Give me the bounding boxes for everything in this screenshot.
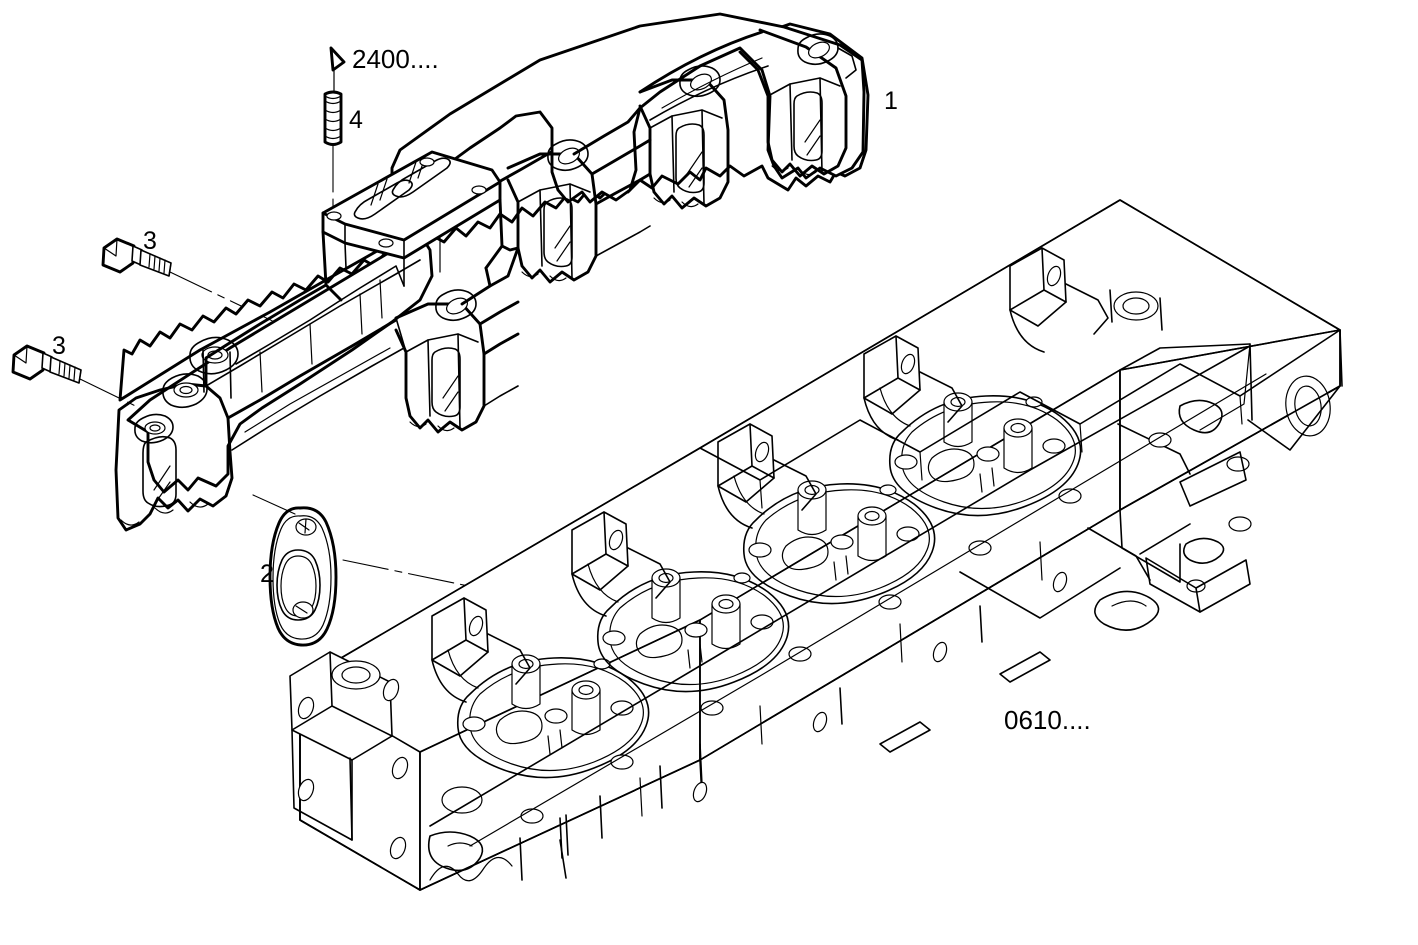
manifold-runner-4 [738, 28, 857, 178]
manifold-trunk-mid2 [572, 106, 652, 257]
manifold-runner-3 [638, 65, 730, 210]
head-front-ribs [639, 541, 1068, 817]
cylinder-3-exhaust-port [717, 423, 817, 529]
manifold-trunk-mid [395, 246, 520, 407]
turbocharger-flange [321, 150, 502, 260]
threaded-stud-part [323, 90, 343, 146]
manifold-top-rail [638, 30, 769, 121]
cylinder-1-exhaust-port [431, 597, 531, 703]
manifold-trunk-left [204, 283, 342, 388]
gasket-leader-to-manifold [252, 494, 296, 515]
part-label-3-upper: 3 [143, 227, 157, 255]
cylinder-2-group [596, 568, 790, 693]
reference-label-2400: 2400.... [352, 44, 439, 74]
head-right-end-details [1117, 329, 1343, 507]
head-deck-bolt-holes [520, 432, 1172, 824]
head-rear-crest [699, 329, 1341, 509]
stud-assembly-group [323, 46, 346, 229]
head-lower-rail [419, 385, 1341, 891]
cylinder-4-exhaust-port [863, 335, 963, 441]
reference-arrow-icon [329, 46, 346, 72]
part-label-1: 1 [884, 87, 898, 115]
manifold-runner-2 [506, 139, 598, 284]
bolt-upper-group [101, 237, 172, 277]
reference-label-0610: 0610.... [1004, 705, 1091, 735]
manifold-runner-1 [394, 289, 486, 434]
part-label-3-lower: 3 [52, 332, 66, 360]
manifold-end-flange [114, 336, 239, 532]
manifold-trunk [205, 259, 421, 451]
head-rear-port-bosses [1009, 247, 1163, 353]
part-label-2: 2 [260, 560, 274, 588]
exhaust-manifold-gasket-part [268, 506, 338, 647]
exhaust-manifold-part [114, 12, 870, 532]
cylinder-head-assembly [289, 199, 1343, 891]
manifold-flange-junction [340, 244, 520, 319]
head-left-end-boss [289, 651, 400, 841]
cylinder-2-exhaust-port [571, 511, 671, 617]
gasket-leader-to-head [342, 559, 561, 606]
bolt-lower-group [11, 344, 82, 384]
part-label-4: 4 [349, 106, 363, 134]
cylinder-4-group [888, 392, 1082, 517]
